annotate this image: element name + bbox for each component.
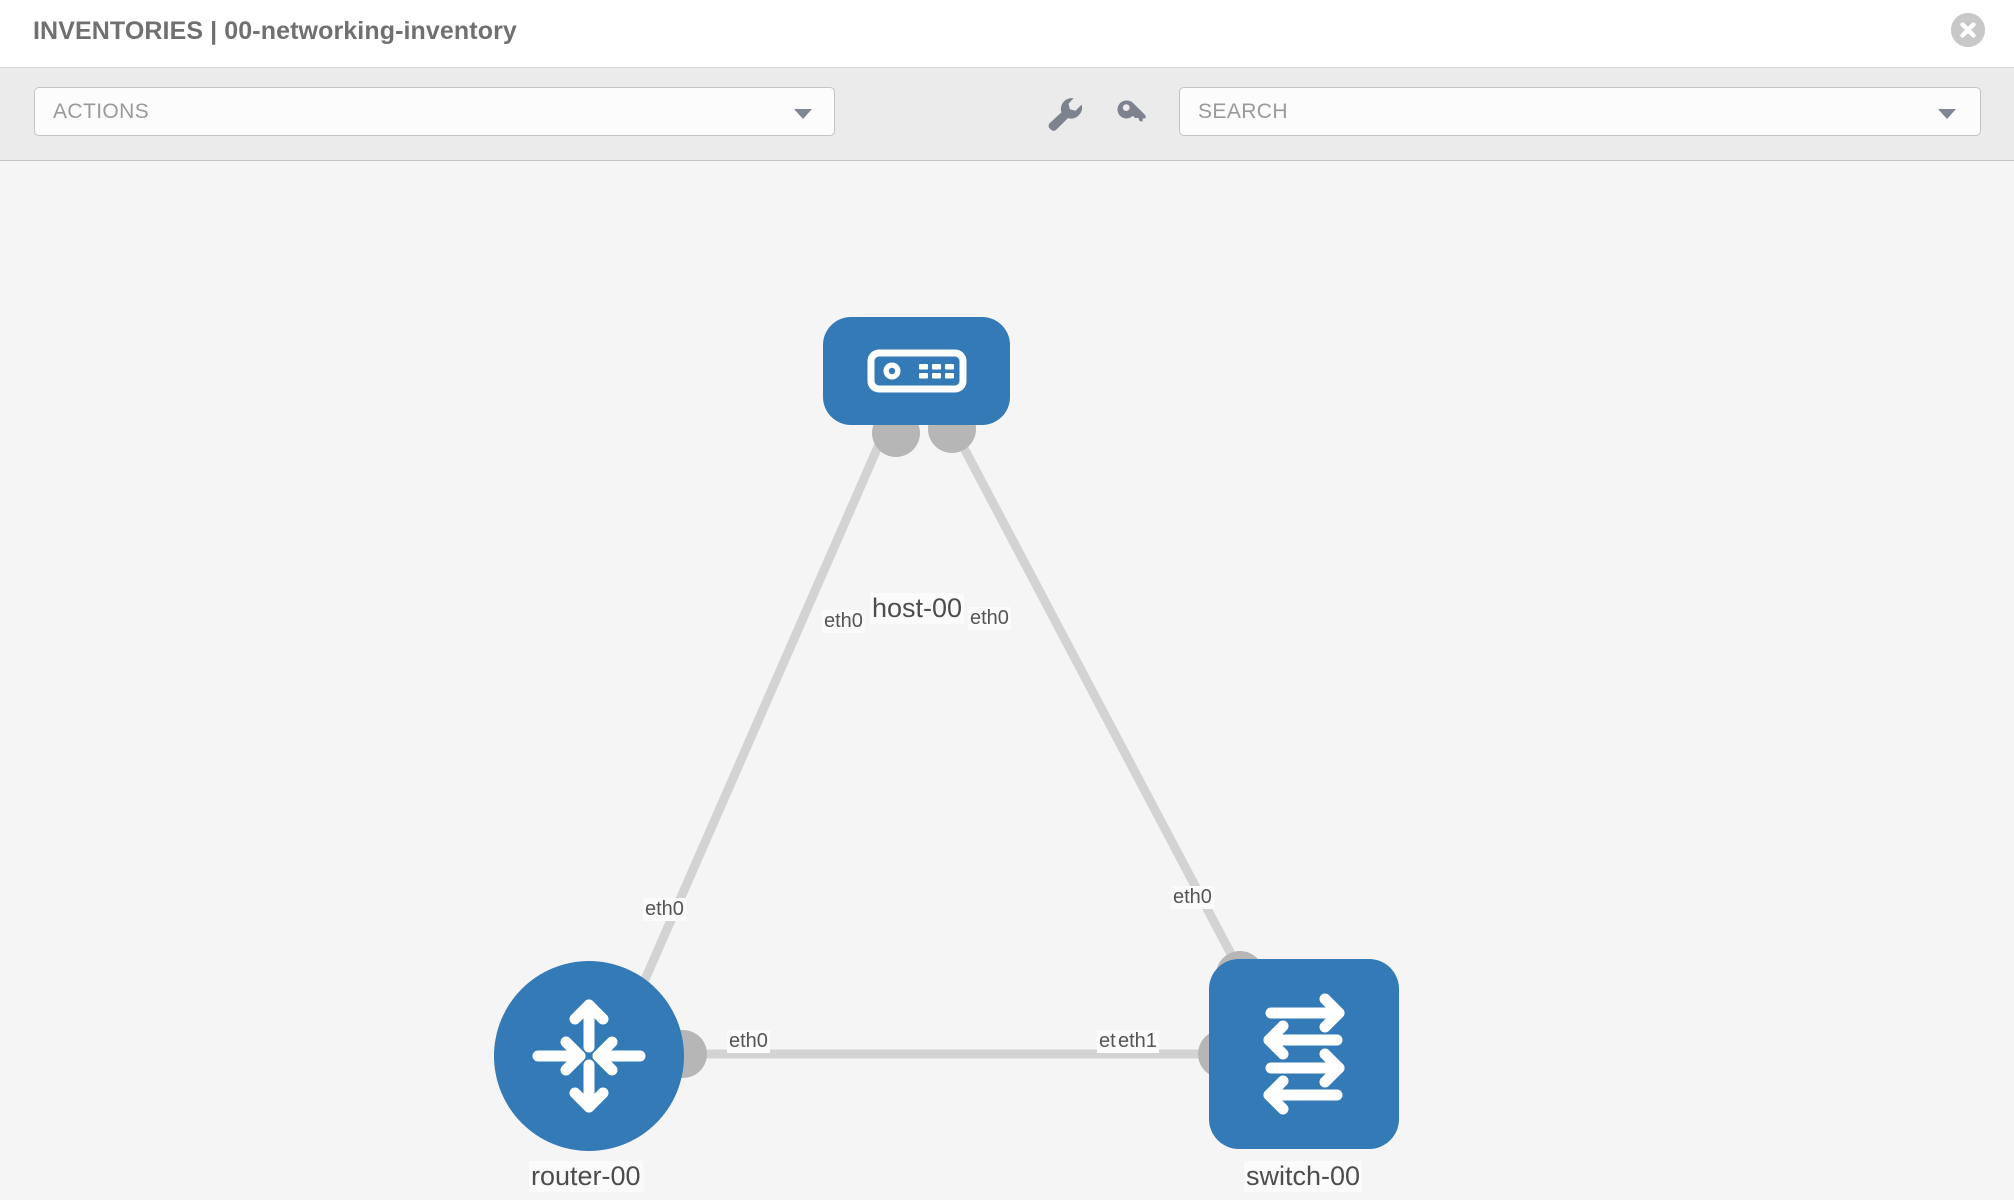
chevron-down-icon <box>794 109 812 119</box>
wrench-icon[interactable] <box>1044 95 1086 133</box>
edge-label-switch-upper: eth0 <box>1171 886 1214 909</box>
node-label-host-00: host-00 <box>870 593 965 624</box>
topology-node-router-00[interactable] <box>494 961 684 1151</box>
key-icon[interactable] <box>1112 95 1154 133</box>
edge-host-switch <box>952 430 1244 974</box>
actions-dropdown-label: ACTIONS <box>53 100 150 123</box>
page-title: INVENTORIES | 00-networking-inventory <box>33 17 517 45</box>
search-placeholder: SEARCH <box>1198 100 1288 123</box>
node-label-switch-00: switch-00 <box>1244 1161 1363 1192</box>
topology-canvas[interactable]: host-00 router-00 switch-00 eth0 eth0 et… <box>0 161 2014 1200</box>
chevron-down-icon <box>1938 109 1956 119</box>
edge-group <box>635 430 1244 1059</box>
actions-dropdown[interactable]: ACTIONS <box>34 87 835 136</box>
page-header: INVENTORIES | 00-networking-inventory <box>0 0 2014 68</box>
router-arrows-icon <box>532 999 646 1113</box>
edge-label-host-left: eth0 <box>822 610 865 633</box>
switch-arrows-icon <box>1263 993 1345 1115</box>
close-icon[interactable] <box>1951 13 1985 47</box>
server-appliance-icon <box>867 349 966 393</box>
edge-label-router-right: eth0 <box>727 1030 770 1053</box>
topology-edges <box>635 405 1264 1078</box>
topology-node-host-00[interactable] <box>823 317 1010 425</box>
search-input[interactable]: SEARCH <box>1179 87 1981 136</box>
topology-node-switch-00[interactable] <box>1209 959 1399 1149</box>
edge-label-switch-left-over: eth1 <box>1116 1030 1159 1053</box>
edge-label-host-right: eth0 <box>968 607 1011 630</box>
edge-label-router-upper: eth0 <box>643 898 686 921</box>
node-label-router-00: router-00 <box>529 1161 643 1192</box>
